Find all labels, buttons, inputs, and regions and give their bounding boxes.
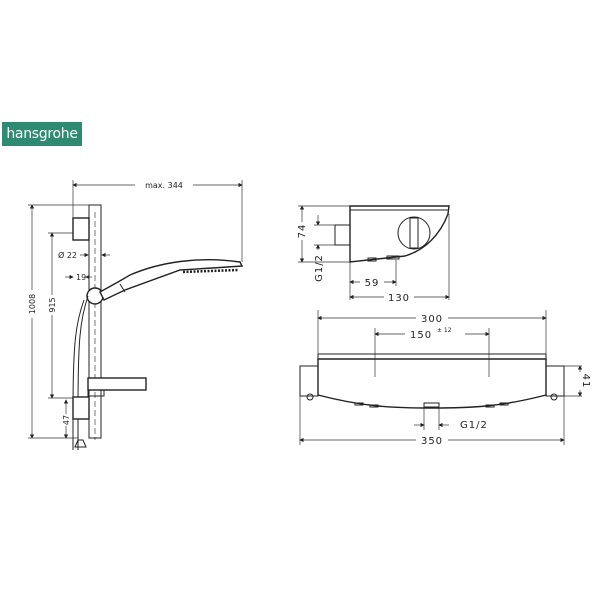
inlet-connector xyxy=(334,224,351,246)
thermostat-body-side xyxy=(349,205,450,263)
hose-connector xyxy=(74,439,87,448)
hansgrohe-logo: hansgrohe xyxy=(2,122,82,146)
bottom-wall-bracket xyxy=(72,396,90,420)
glass-shelf xyxy=(317,353,547,360)
dim-rail-diameter: Ø 22 xyxy=(58,250,77,260)
dim-max-reach: max. 344 xyxy=(145,181,183,190)
dim-total-width: 350 xyxy=(421,436,443,447)
thermostat-body-front xyxy=(317,358,547,409)
shower-set-side-view: max. 344 1008 915 47 Ø 22 19 xyxy=(27,180,244,450)
right-connector xyxy=(545,365,565,397)
dim-thermostat-depth: 130 xyxy=(388,293,410,304)
dim-total-height: 1008 xyxy=(28,294,37,314)
dim-body-width: 300 xyxy=(421,314,443,325)
hand-shower xyxy=(99,258,244,301)
dim-outlet-offset: 59 xyxy=(365,278,380,289)
dim-thermostat-height: 74 xyxy=(297,224,308,239)
dim-rail-height: 915 xyxy=(48,297,57,312)
shower-hose xyxy=(77,295,89,450)
dim-inlet-spacing: 150 xyxy=(410,330,432,341)
dim-bottom-offset: 47 xyxy=(62,415,71,425)
dim-holder-offset: 19 xyxy=(76,273,86,282)
thermostat-front-view: 300 150 ± 12 41 G1/2 350 xyxy=(299,310,591,447)
temperature-knob xyxy=(397,216,431,250)
slider-ball xyxy=(86,287,104,305)
dim-inlet-thread: G1/2 xyxy=(314,254,325,282)
dim-inlet-spacing-tolerance: ± 12 xyxy=(437,327,452,334)
dim-connection-height: 41 xyxy=(580,374,591,389)
dim-outlet-thread: G1/2 xyxy=(460,420,488,431)
top-wall-bracket xyxy=(72,217,90,241)
left-connector xyxy=(299,365,319,397)
thermostat-side-view: 74 G1/2 59 130 xyxy=(297,205,450,304)
soap-dish xyxy=(87,377,147,391)
